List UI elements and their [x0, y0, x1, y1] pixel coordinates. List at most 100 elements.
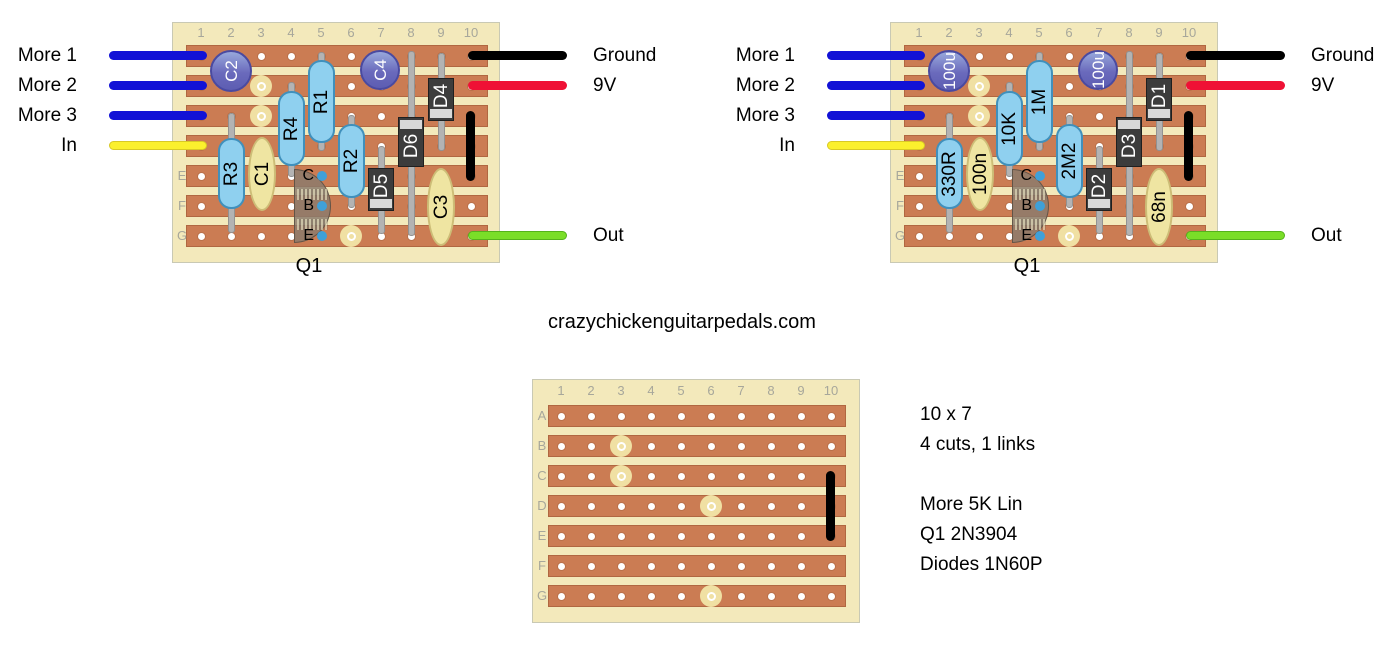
hole — [227, 232, 235, 240]
column-label: 10 — [1181, 25, 1197, 40]
note-transistor: Q1 2N3904 — [920, 524, 1018, 545]
column-label: 1 — [557, 383, 565, 398]
row-label: E — [537, 528, 547, 543]
row-label: F — [178, 198, 186, 213]
hole — [677, 532, 685, 540]
hole — [797, 442, 805, 450]
resistor-r2 — [338, 124, 365, 198]
hole — [737, 532, 745, 540]
site-watermark: crazychickenguitarpedals.com — [548, 311, 816, 333]
hole — [707, 442, 715, 450]
hole — [737, 502, 745, 510]
hole — [347, 52, 355, 60]
diode-band — [1088, 199, 1110, 208]
hole — [617, 562, 625, 570]
hole — [617, 412, 625, 420]
column-label: 8 — [407, 25, 415, 40]
capacitor-68n — [1145, 168, 1173, 246]
component-label: 68n — [1149, 191, 1170, 223]
hole — [647, 472, 655, 480]
label-9v: 9V — [1311, 75, 1335, 96]
hole — [347, 82, 355, 90]
column-label: 10 — [463, 25, 479, 40]
component-label: D1 — [1149, 83, 1170, 108]
wire-in — [109, 141, 207, 150]
hole — [287, 232, 295, 240]
cut-hole — [256, 81, 266, 91]
wire-more-1 — [827, 51, 925, 60]
hole — [1125, 232, 1133, 240]
hole — [197, 172, 205, 180]
hole — [707, 562, 715, 570]
pin-label-c: C — [302, 167, 314, 184]
hole — [647, 592, 655, 600]
diode-band — [1118, 120, 1140, 129]
hole — [587, 532, 595, 540]
hole — [767, 472, 775, 480]
hole — [827, 412, 835, 420]
pin-c — [317, 171, 327, 181]
hatch-band — [1015, 189, 1046, 200]
label-in: In — [61, 135, 77, 156]
hole — [587, 472, 595, 480]
hole — [677, 412, 685, 420]
hole — [647, 412, 655, 420]
column-label: 9 — [797, 383, 805, 398]
row-label: E — [177, 168, 187, 183]
note-diodes: Diodes 1N60P — [920, 554, 1043, 575]
transistor-ref: Q1 — [295, 255, 323, 277]
hole — [945, 232, 953, 240]
component-label: D2 — [1089, 173, 1110, 198]
component-label: D5 — [371, 173, 392, 198]
component-label: R2 — [341, 148, 362, 174]
hole — [287, 202, 295, 210]
note-cuts-links: 4 cuts, 1 links — [920, 434, 1036, 455]
hole — [407, 232, 415, 240]
transistor-ref: Q1 — [1013, 255, 1041, 277]
hole — [677, 562, 685, 570]
column-label: 2 — [945, 25, 953, 40]
resistor-330r — [936, 138, 963, 209]
hole — [257, 232, 265, 240]
hole — [557, 592, 565, 600]
hole — [1095, 112, 1103, 120]
cut-hole — [346, 231, 356, 241]
hole — [737, 442, 745, 450]
hole — [587, 502, 595, 510]
hole — [587, 592, 595, 600]
cut-hole — [616, 441, 626, 451]
hole — [257, 52, 265, 60]
component-label: C2 — [222, 60, 241, 82]
hole — [557, 412, 565, 420]
hole — [677, 592, 685, 600]
pin-e — [1035, 231, 1045, 241]
cut-hole — [706, 591, 716, 601]
hole — [1065, 52, 1073, 60]
wire-more-1 — [109, 51, 207, 60]
pin-c — [1035, 171, 1045, 181]
hole — [737, 472, 745, 480]
hole — [557, 442, 565, 450]
column-label: 7 — [737, 383, 745, 398]
diode-d2 — [1086, 168, 1112, 211]
column-label: 6 — [1065, 25, 1073, 40]
hole — [677, 442, 685, 450]
component-label: D3 — [1119, 133, 1140, 159]
row-label: E — [895, 168, 905, 183]
column-label: 3 — [617, 383, 625, 398]
copper-strip — [548, 585, 846, 607]
diode-band — [400, 120, 422, 129]
component-label: 100n — [970, 152, 991, 196]
pin-e — [317, 231, 327, 241]
hole — [707, 412, 715, 420]
track-cut — [968, 105, 990, 127]
component-label: 100u — [1089, 51, 1108, 89]
column-label: 2 — [227, 25, 235, 40]
pin-label-e: E — [1021, 227, 1032, 244]
label-out: Out — [593, 225, 624, 246]
component-label: R3 — [221, 161, 242, 186]
hole — [767, 442, 775, 450]
hole — [827, 562, 835, 570]
